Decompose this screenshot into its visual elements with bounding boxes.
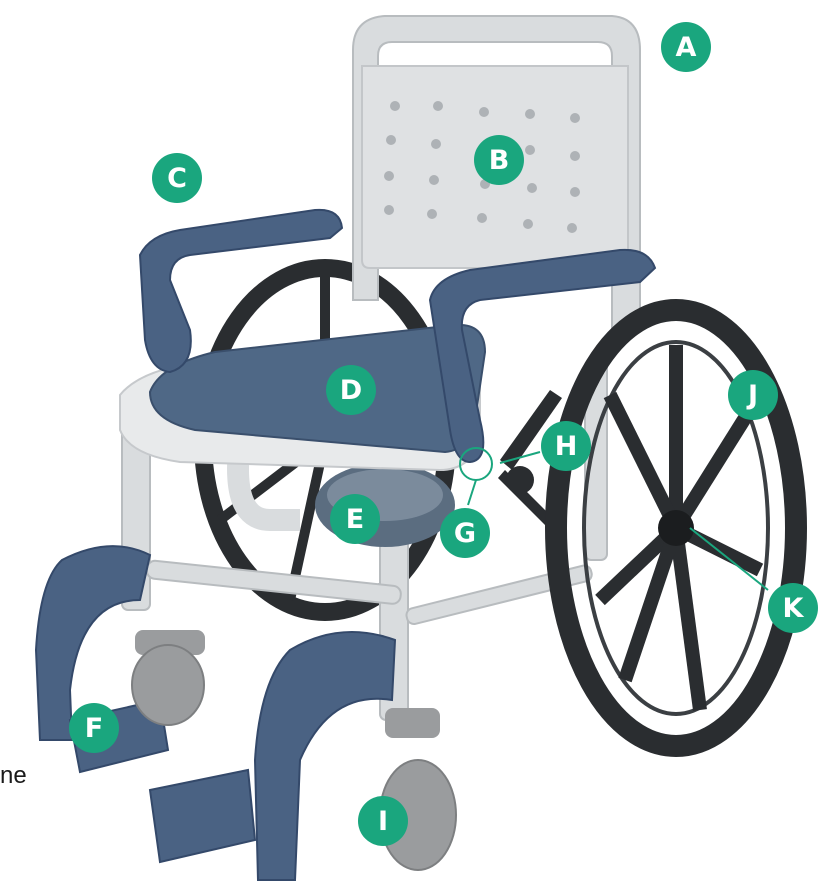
right-caster xyxy=(380,708,456,870)
marker-h: H xyxy=(541,421,591,471)
left-caster xyxy=(132,630,205,725)
cut-off-text: ne xyxy=(0,762,27,790)
marker-e: E xyxy=(330,494,380,544)
marker-i: I xyxy=(358,796,408,846)
pointer-lines xyxy=(460,448,768,590)
marker-a: A xyxy=(661,22,711,72)
marker-k: K xyxy=(768,583,818,633)
marker-f: F xyxy=(69,703,119,753)
marker-d: D xyxy=(326,365,376,415)
marker-g: G xyxy=(440,508,490,558)
marker-b: B xyxy=(474,135,524,185)
marker-j: J xyxy=(728,370,778,420)
marker-c: C xyxy=(152,153,202,203)
